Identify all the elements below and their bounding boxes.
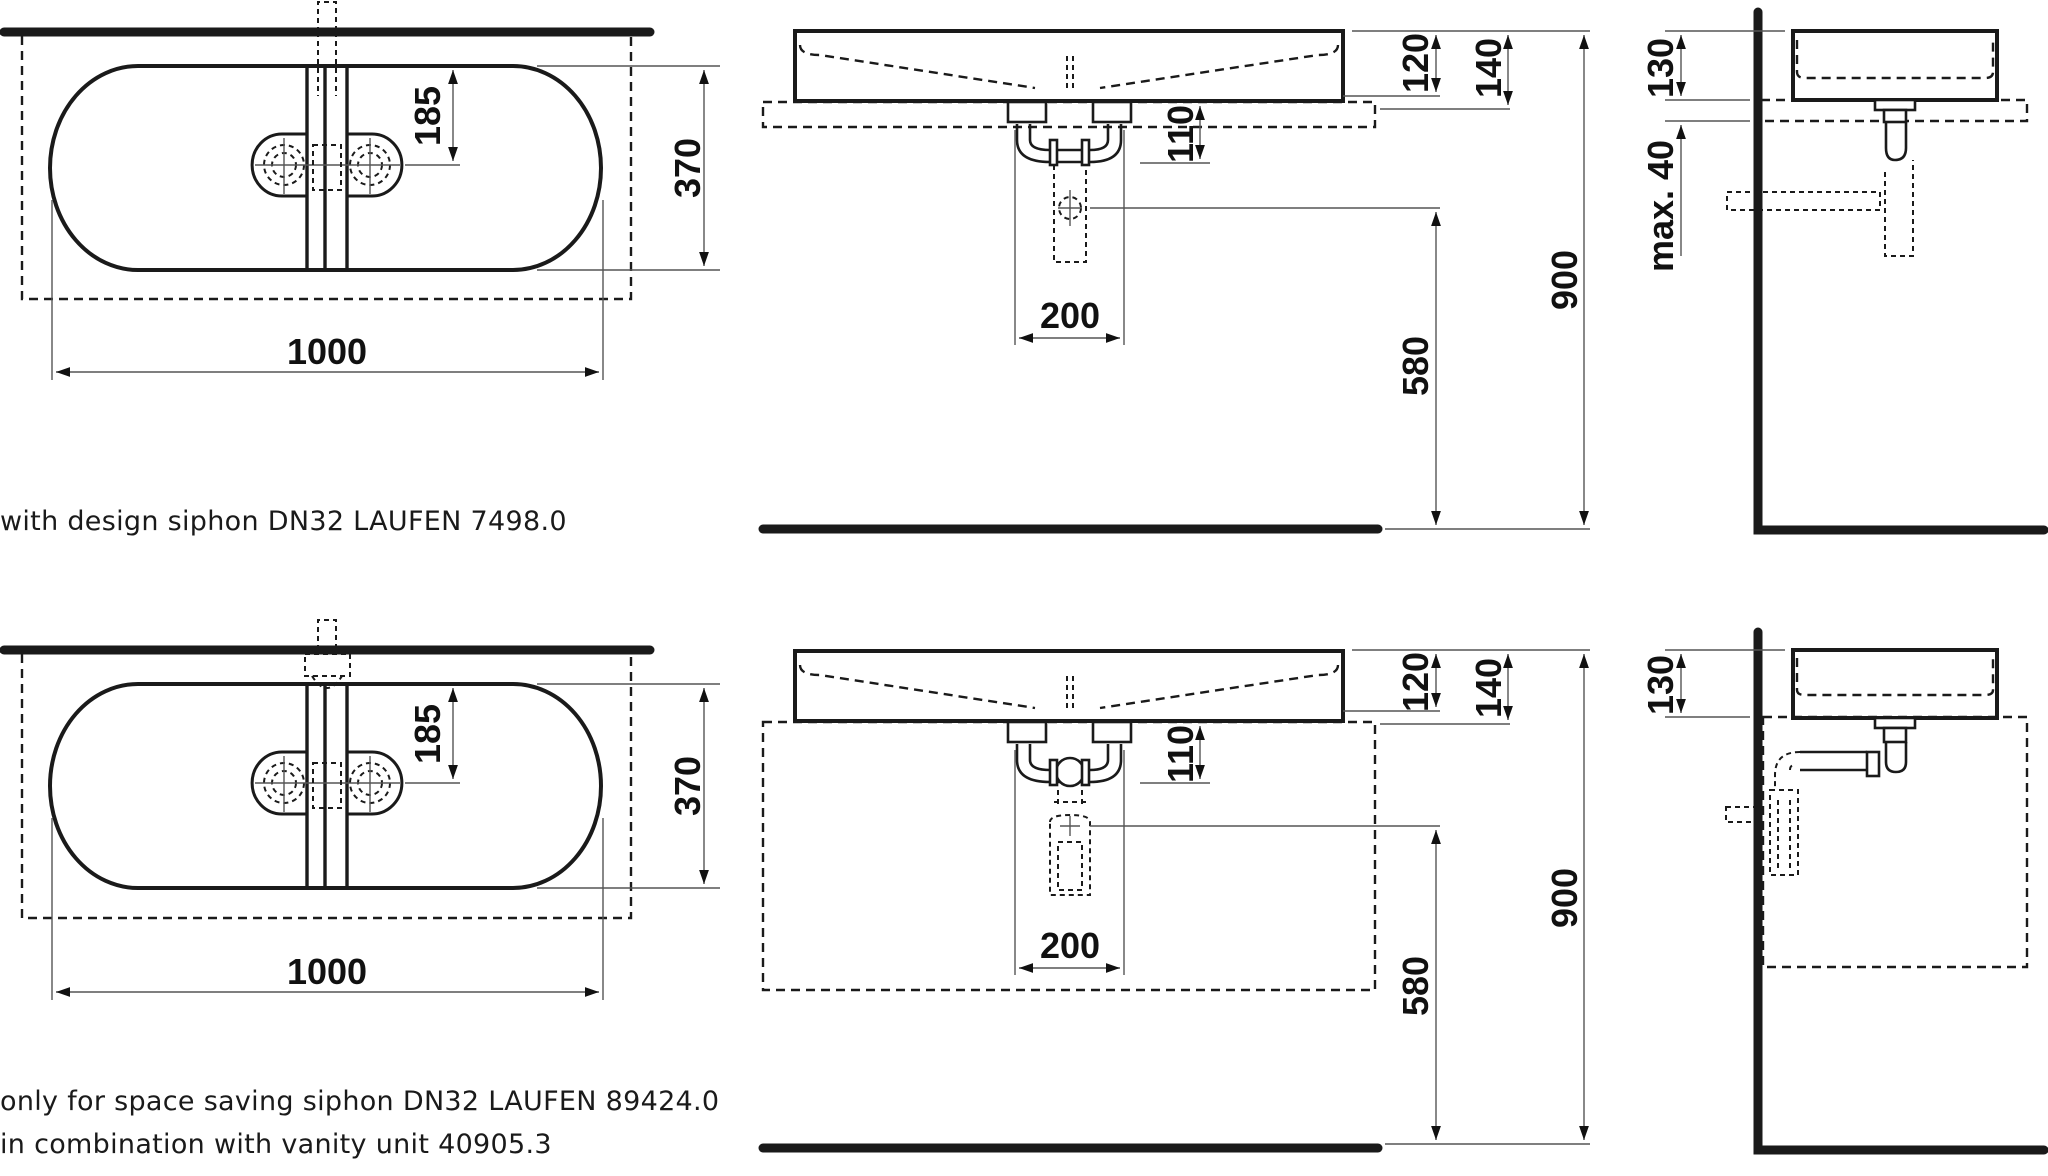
caption-line: only for space saving siphon DN32 LAUFEN… [0, 1086, 720, 1117]
top-height-dim-label: 900 [1544, 250, 1585, 310]
drain-offset-dim-label: 185 [407, 86, 448, 146]
outlet-height-dim-label: 580 [1395, 336, 1436, 396]
basin-height-dim-label: 120 [1395, 652, 1436, 712]
space-saving-siphon-plan [304, 653, 351, 689]
left-drain-pod [250, 750, 307, 816]
trap-width-dim-label: 200 [1040, 295, 1100, 336]
caption-line: with design siphon DN32 LAUFEN 7498.0 [0, 506, 567, 537]
shelf-outline [761, 100, 1377, 129]
space-saving-siphon-icon [1006, 720, 1133, 896]
plan-view-bottom: 370 185 1000 [0, 619, 720, 1000]
width-dim-label: 1000 [287, 951, 367, 992]
siphon-side-icon [1726, 98, 1917, 257]
shelf-dim-label: max. 40 [1640, 140, 1681, 272]
wall-floor-line [1753, 627, 2048, 1155]
trap-depth-dim-label: 110 [1160, 105, 1201, 163]
basin-side-outline [1791, 648, 1999, 720]
space-saving-siphon-side-icon [1725, 716, 1917, 876]
right-drain-pod [347, 132, 404, 198]
basin-divider [305, 66, 349, 270]
basin-inner-profile [798, 44, 1340, 90]
side-view-bottom: 130 [1640, 627, 2048, 1155]
wall-floor-line [1753, 7, 2048, 535]
basin-front-outline [793, 649, 1345, 723]
variant-space-saving-siphon: 370 185 1000 [0, 619, 2048, 1155]
left-drain-pod [250, 132, 307, 198]
trap-depth-dim-label: 110 [1160, 725, 1201, 783]
overall-height-dim-label: 140 [1468, 658, 1509, 718]
overall-height-dim-label: 140 [1468, 38, 1509, 98]
vanity-unit-outline [761, 720, 1377, 992]
side-view-top: 130 max. 40 [1640, 7, 2048, 535]
basin-front-outline [793, 29, 1345, 103]
plan-view-top: 370 185 1000 [0, 1, 720, 380]
width-dim-label: 1000 [287, 331, 367, 372]
basin-height-dim-label: 120 [1395, 33, 1436, 93]
top-height-dim-label: 900 [1544, 868, 1585, 928]
side-basin-height-dim-label: 130 [1640, 38, 1681, 98]
tap-hidden [317, 1, 337, 96]
side-basin-height-dim-label: 130 [1640, 655, 1681, 715]
design-siphon-icon [1006, 100, 1133, 263]
caption-design-siphon: with design siphon DN32 LAUFEN 7498.0 [0, 506, 567, 537]
drain-offset-dim-label: 185 [407, 704, 448, 764]
depth-dim-label: 370 [667, 138, 708, 198]
basin-outline [48, 682, 603, 890]
basin-divider [305, 684, 349, 888]
front-view-top: 200 110 120 140 580 900 [758, 29, 1590, 534]
tap-hidden [317, 619, 337, 650]
trap-width-dim-label: 200 [1040, 925, 1100, 966]
vanity-unit-side-outline [1761, 715, 2029, 969]
vanity-outline [20, 654, 633, 920]
right-drain-pod [347, 750, 404, 816]
front-view-bottom: 200 110 120 140 580 900 [758, 649, 1590, 1153]
basin-side-outline [1791, 29, 1999, 102]
depth-dim-label: 370 [667, 756, 708, 816]
caption-line: in combination with vanity unit 40905.3 [0, 1129, 552, 1160]
basin-inner-profile [798, 664, 1340, 710]
caption-space-saving-siphon: only for space saving siphon DN32 LAUFEN… [0, 1080, 719, 1166]
basin-outline [48, 64, 603, 272]
outlet-height-dim-label: 580 [1395, 956, 1436, 1016]
variant-design-siphon: 370 185 1000 [0, 1, 2048, 535]
